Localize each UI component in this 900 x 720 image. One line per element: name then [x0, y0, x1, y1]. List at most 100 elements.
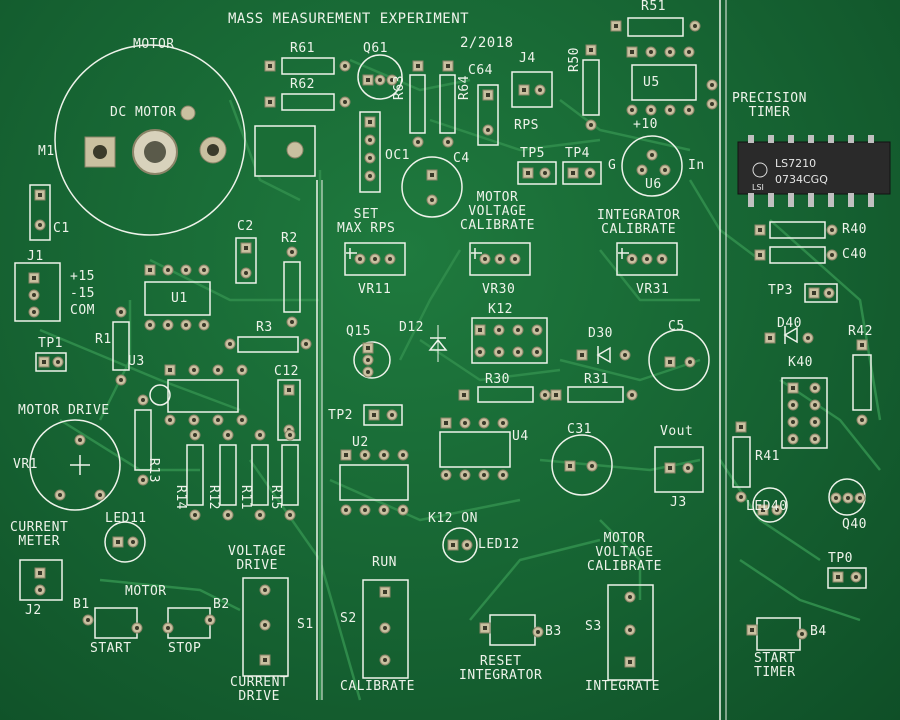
- u3-outline: [167, 379, 239, 413]
- u4-pad-bot-0-hole: [444, 473, 448, 477]
- vr30-pad-3-hole: [513, 257, 517, 261]
- r61-outline: [281, 57, 335, 75]
- j3-pad-1-hole: [668, 466, 672, 470]
- ls7210-pin-top-1: [768, 135, 774, 143]
- b3-pad-1-hole: [483, 626, 487, 630]
- r31-outline: [567, 386, 624, 403]
- copper-trace-11: [599, 519, 642, 600]
- vr31-pad-1-hole: [630, 257, 634, 261]
- copper-trace-15: [779, 378, 881, 471]
- k40-pad-l-3-hole: [791, 437, 795, 441]
- u3-pad-top-2-hole: [216, 368, 220, 372]
- silk-q40: Q40: [842, 517, 867, 532]
- silk-d12: D12: [399, 320, 424, 335]
- silk-vr1: VR1: [13, 457, 38, 472]
- u3-pad-bot-0-hole: [168, 418, 172, 422]
- r42-outline: [852, 354, 872, 411]
- vr31-pad-2-hole: [645, 257, 649, 261]
- u4-pad-top-3-hole: [501, 421, 505, 425]
- copper-trace-19: [98, 300, 132, 421]
- q61-pad-3-hole: [390, 78, 394, 82]
- silk-d30: D30: [588, 326, 613, 341]
- silk-c40: C40: [842, 247, 867, 262]
- s2-pad-3-hole: [383, 658, 387, 662]
- copper-trace-18: [419, 338, 561, 382]
- silk-s3: S3: [585, 619, 602, 634]
- b1-pad-1-hole: [86, 618, 90, 622]
- u5-pad-bot-3-hole: [687, 108, 691, 112]
- silk-in: In: [688, 158, 705, 173]
- big-pad: [286, 141, 304, 159]
- silk-current-meter: CURRENT METER: [10, 520, 69, 549]
- b4-pad-2-hole: [800, 632, 804, 636]
- silk-rps: RPS: [514, 118, 539, 133]
- copper-trace-0: [39, 328, 241, 412]
- q61-pad-2-hole: [378, 78, 382, 82]
- u5-pad-top-0-hole: [630, 50, 634, 54]
- u1-pad-bot-2-hole: [184, 323, 188, 327]
- s3-pad-2-hole: [628, 628, 632, 632]
- c40-pad-1-hole: [758, 253, 762, 257]
- c31-pad-1-hole: [568, 464, 572, 468]
- u5-pad-side-1-hole: [710, 83, 714, 87]
- u5-pad-bot-2-hole: [668, 108, 672, 112]
- c31-pad-2-hole: [590, 464, 594, 468]
- silk-s1: S1: [297, 617, 314, 632]
- r1-pad-1-hole: [119, 310, 123, 314]
- silk-m1: M1: [38, 144, 55, 159]
- r31-pad-1-hole: [554, 393, 558, 397]
- k12-outline: [471, 317, 548, 364]
- b3-outline: [489, 614, 536, 646]
- j2-outline: [19, 559, 63, 601]
- u2-pad-top-1-hole: [363, 453, 367, 457]
- silk-s2: S2: [340, 611, 357, 626]
- u3-notch: [149, 384, 171, 406]
- silk-r62: R62: [290, 77, 315, 92]
- copper-trace-9: [559, 358, 701, 382]
- b1-outline: [94, 607, 138, 639]
- silk-tp0: TP0: [828, 551, 853, 566]
- vr11-pad-1-hole: [358, 257, 362, 261]
- j1-pad-1-hole: [32, 276, 36, 280]
- silk-u2: U2: [352, 435, 369, 450]
- led12-pad-1-hole: [451, 543, 455, 547]
- ls7210-pin-bot-4: [828, 193, 834, 207]
- q15-outline: [353, 341, 391, 379]
- s1-pad-3-hole: [263, 658, 267, 662]
- u6-pad-2-hole: [650, 153, 654, 157]
- b4-pad-1-hole: [750, 628, 754, 632]
- silk-r1: R1: [95, 332, 112, 347]
- j3-pad-2-hole: [686, 466, 690, 470]
- silk-integrate: INTEGRATE: [585, 679, 660, 694]
- silk-k12: K12: [488, 302, 513, 317]
- r11-pad-2-hole: [258, 513, 262, 517]
- oc1-pad-2-hole: [368, 156, 372, 160]
- r12-outline: [219, 444, 237, 506]
- j3-outline: [654, 446, 704, 493]
- vr30-pad-2-hole: [498, 257, 502, 261]
- q40-pad-1-hole: [834, 496, 838, 500]
- j4-pad-2-hole: [538, 88, 542, 92]
- b4-outline: [756, 617, 801, 651]
- k40-pad-r-2-hole: [813, 420, 817, 424]
- silk-q15: Q15: [346, 324, 371, 339]
- r14-pad-2-hole: [193, 513, 197, 517]
- u5-pad-side-2-hole: [710, 102, 714, 106]
- s3-pad-3-hole: [628, 660, 632, 664]
- silk-r50: R50: [567, 47, 582, 72]
- c5-pad-2-hole: [688, 360, 692, 364]
- vr1-pad-1-hole: [58, 493, 62, 497]
- r50-pad-2-hole: [589, 123, 593, 127]
- ls7210-pin-top-3: [808, 135, 814, 143]
- r15-pad-1-hole: [288, 433, 292, 437]
- silk-tp5: TP5: [520, 146, 545, 161]
- oc1-outline: [359, 111, 381, 193]
- u5-pad-top-3-hole: [687, 50, 691, 54]
- k40-pad-l-1-hole: [791, 403, 795, 407]
- r41-pad-2-hole: [739, 495, 743, 499]
- r13-outline: [134, 409, 152, 471]
- u2-pad-bot-1-hole: [363, 508, 367, 512]
- tp1-outline: [35, 352, 67, 372]
- r63-outline: [409, 74, 426, 134]
